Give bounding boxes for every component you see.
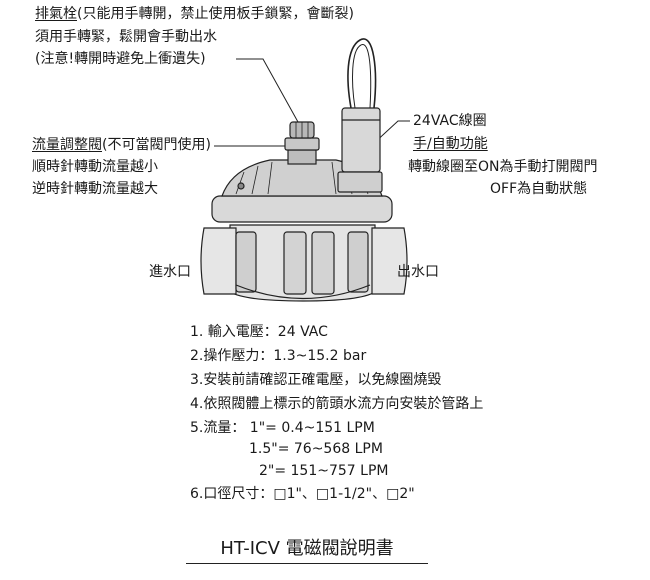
leader-lines [214, 58, 410, 147]
body-rib-center-left [283, 231, 307, 295]
flow-control-stem [287, 149, 317, 165]
coil-base [337, 171, 383, 193]
spec-item-flow-2in: 2"= 151~757 LPM [259, 463, 389, 479]
solenoid-coil [337, 38, 383, 193]
bleed-screw-line-3: (注意!轉開時避免上衝遺失) [35, 51, 206, 67]
outlet-pipe [371, 227, 408, 295]
body-rib-left [235, 231, 257, 293]
inlet-pipe [200, 227, 237, 295]
coil-callout-title: 24VAC線圈 [413, 113, 487, 129]
coil-callout-line-3: 轉動線圈至ON為手動打開閥門 [408, 159, 598, 175]
outlet-label: 出水口 [397, 264, 439, 280]
body-rib-center-right [311, 231, 335, 295]
coil-callout-subtitle: 手/自動功能 [413, 136, 488, 152]
spec-item-voltage-check: 3.安裝前請確認正確電壓，以免線圈燒毀 [190, 372, 442, 388]
valve-body [200, 224, 408, 302]
coil-leader [371, 120, 410, 146]
coil-body [341, 107, 381, 173]
spec-item-flow-1in: 5.流量： 1"= 0.4~151 LPM [190, 420, 375, 436]
bonnet-screw-left [237, 182, 245, 190]
spec-item-size: 6.口徑尺寸：□1"、□1-1/2"、□2" [190, 486, 415, 502]
coil-callout-line-4: OFF為自動狀態 [490, 181, 588, 197]
bleed-screw-note: (只能用手轉開，禁止使用板手鎖緊，會斷裂) [77, 6, 354, 22]
flow-control-line-3: 逆時針轉動流量越大 [32, 181, 158, 197]
flow-control-callout: 流量調整閥(不可當閥門使用) [32, 136, 211, 155]
bleed-screw-leader [236, 58, 299, 123]
body-bottom-curve [235, 284, 371, 300]
spec-item-voltage: 1. 輸入電壓：24 VAC [190, 324, 328, 340]
inlet-label: 進水口 [149, 264, 191, 280]
flow-control-collar [284, 137, 320, 151]
document-title: HT-ICV 電磁閥說明書 [186, 538, 428, 564]
spec-item-pressure: 2.操作壓力：1.3~15.2 bar [190, 348, 367, 364]
flow-control-title: 流量調整閥 [32, 137, 102, 153]
bleed-screw-grip [295, 122, 309, 138]
flow-control-note: (不可當閥門使用) [102, 137, 211, 153]
flow-control-line-2: 順時針轉動流量越小 [32, 159, 158, 175]
spec-item-flow-direction: 4.依照閥體上標示的箭頭水流方向安裝於管路上 [190, 396, 484, 412]
bonnet-flange [211, 195, 393, 223]
coil-wire-loop-inner [352, 44, 372, 109]
spec-item-flow-1-5in: 1.5"= 76~568 LPM [249, 441, 383, 457]
coil-wire-loop [347, 38, 377, 109]
bleed-screw-line-2: 須用手轉緊，鬆開會手動出水 [35, 29, 217, 45]
bleed-screw-callout: 排氣栓(只能用手轉開，禁止使用板手鎖緊，會斷裂) [35, 5, 354, 24]
bleed-screw-title: 排氣栓 [35, 6, 77, 22]
body-rib-right [347, 231, 369, 293]
